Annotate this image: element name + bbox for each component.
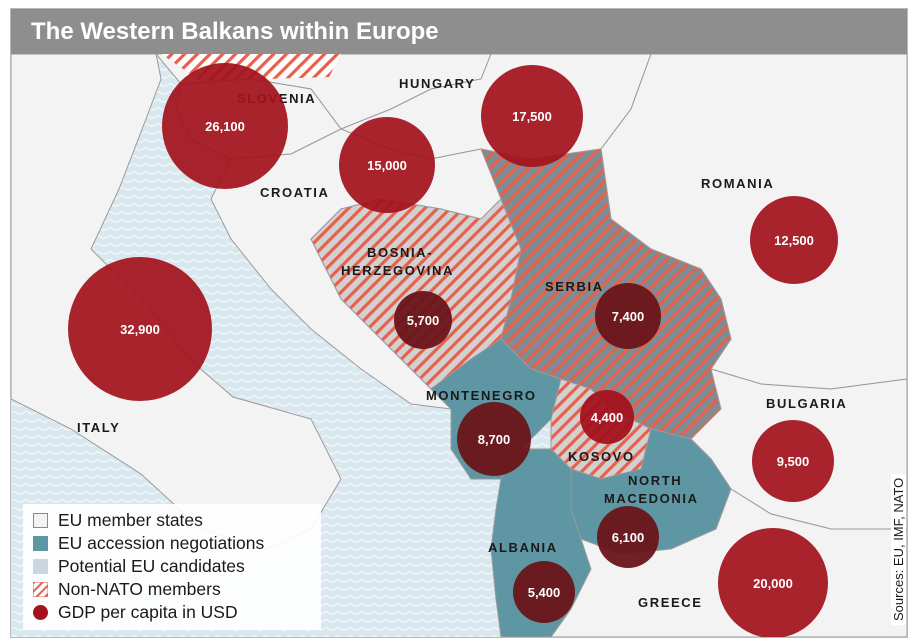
label-bosnia-line1: BOSNIA- [367,245,433,260]
bubble-value-montenegro: 8,700 [478,432,511,447]
sources-note: Sources: EU, IMF, NATO [891,473,906,625]
candidate-swatch [33,558,48,574]
bubble-north-macedonia: 6,100 [597,506,659,568]
bubble-value-hungary: 17,500 [512,109,552,124]
label-bulgaria: BULGARIA [766,396,847,411]
title-bar: The Western Balkans within Europe [11,9,907,54]
label-montenegro: MONTENEGRO [426,388,537,403]
legend-item-gdp: GDP per capita in USD [33,601,238,623]
bubble-value-romania: 12,500 [774,233,814,248]
bubble-value-greece: 20,000 [753,576,793,591]
legend-label-gdp: GDP per capita in USD [58,601,238,622]
label-greece: GREECE [638,595,703,610]
legend-item-eu-member: EU member states [33,509,203,531]
bubble-bosnia: 5,700 [394,291,452,349]
legend-label-non-nato: Non-NATO members [58,578,221,599]
bubble-value-italy: 32,900 [120,322,160,337]
bubble-value-albania: 5,400 [528,585,561,600]
legend-item-non-nato: Non-NATO members [33,578,221,600]
map-title: The Western Balkans within Europe [31,18,439,45]
bubble-value-kosovo: 4,400 [591,410,624,425]
accession-swatch [33,535,48,551]
bubble-croatia: 15,000 [339,117,435,213]
bubble-hungary: 17,500 [481,65,583,167]
map-frame: SLOVENIA HUNGARY CROATIA ROMANIA BOSNIA-… [10,8,908,638]
label-north-macedonia-line1: NORTH [628,473,682,488]
bubble-kosovo: 4,400 [580,390,634,444]
legend-label-candidate: Potential EU candidates [58,555,245,576]
label-italy: ITALY [77,420,120,435]
legend-item-accession: EU accession negotiations [33,532,264,554]
bubble-value-croatia: 15,000 [367,158,407,173]
bubble-value-north-macedonia: 6,100 [612,530,645,545]
legend-label-eu-member: EU member states [58,509,203,530]
non-nato-swatch [33,581,48,597]
bubble-montenegro: 8,700 [457,402,531,476]
label-romania: ROMANIA [701,176,774,191]
label-hungary: HUNGARY [399,76,475,91]
label-kosovo: KOSOVO [568,449,635,464]
bubble-value-bosnia: 5,700 [407,313,440,328]
legend-label-accession: EU accession negotiations [58,532,265,553]
eu-member-swatch [33,512,48,528]
bubble-greece: 20,000 [718,528,828,637]
legend: EU member states EU accession negotiatio… [23,504,321,630]
italy-land [11,53,342,550]
label-bosnia-line2: HERZEGOVINA [341,263,454,278]
bubble-serbia: 7,400 [595,283,661,349]
legend-item-candidate: Potential EU candidates [33,555,245,577]
bubble-italy: 32,900 [68,257,212,401]
bubble-bulgaria: 9,500 [752,420,834,502]
label-albania: ALBANIA [488,540,558,555]
gdp-swatch [33,604,48,620]
label-croatia: CROATIA [260,185,329,200]
bubble-slovenia: 26,100 [162,63,288,189]
bubble-value-slovenia: 26,100 [205,119,245,134]
bubble-albania: 5,400 [513,561,575,623]
bubble-value-serbia: 7,400 [612,309,645,324]
label-north-macedonia-line2: MACEDONIA [604,491,699,506]
label-serbia: SERBIA [545,279,604,294]
bubble-romania: 12,500 [750,196,838,284]
map: SLOVENIA HUNGARY CROATIA ROMANIA BOSNIA-… [11,53,907,637]
bubble-value-bulgaria: 9,500 [777,454,810,469]
